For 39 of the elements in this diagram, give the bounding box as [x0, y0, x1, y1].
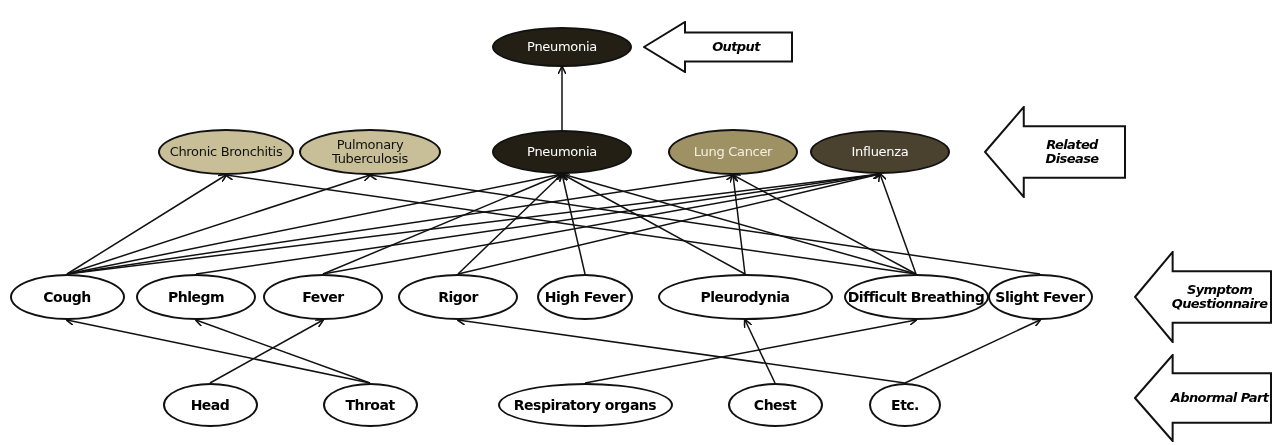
arrow — [457, 172, 564, 275]
arrow — [729, 173, 746, 275]
arrow — [194, 317, 371, 384]
arrow — [904, 318, 1042, 384]
pointer-banner — [984, 106, 1126, 198]
node-label: Fever — [302, 289, 344, 305]
node-label: Rigor — [438, 289, 478, 305]
node-label: Influenza — [851, 145, 909, 159]
node-label: Pneumonia — [527, 145, 597, 159]
arrow — [731, 173, 917, 275]
node-label: Chest — [753, 397, 797, 413]
node-label: Pulmonary Tuberculosis — [331, 138, 409, 166]
node-label: Abnormal Part — [1170, 391, 1269, 405]
arrow — [877, 172, 917, 275]
node-label: Pleurodynia — [700, 289, 790, 305]
node-label: Slight Fever — [995, 289, 1085, 305]
arrow — [743, 318, 776, 384]
node-label: Cough — [43, 289, 91, 305]
pointer-banner — [1134, 354, 1272, 442]
node-label: High Fever — [544, 289, 626, 305]
node-label: Lung Cancer — [693, 145, 773, 159]
node-label: Chronic Bronchitis — [169, 145, 283, 159]
arrow — [66, 173, 228, 275]
pointer-banner — [643, 21, 793, 73]
node-label: Respiratory organs — [513, 397, 657, 413]
node-label: Related Disease — [1044, 138, 1100, 166]
arrow — [66, 172, 372, 275]
node-label: Throat — [345, 397, 395, 413]
node-label: Symptom Questionnaire — [1170, 283, 1269, 311]
arrow — [560, 172, 746, 275]
pointer-banner — [1134, 251, 1272, 343]
node-label: Head — [190, 397, 230, 413]
node-label: Phlegm — [167, 289, 225, 305]
node-label: Pneumonia — [527, 40, 597, 54]
node-label: Difficult Breathing — [847, 289, 985, 305]
node-label: Output — [712, 40, 760, 54]
arrow — [557, 65, 567, 131]
arrow — [209, 318, 325, 384]
node-label: Etc. — [891, 397, 919, 413]
